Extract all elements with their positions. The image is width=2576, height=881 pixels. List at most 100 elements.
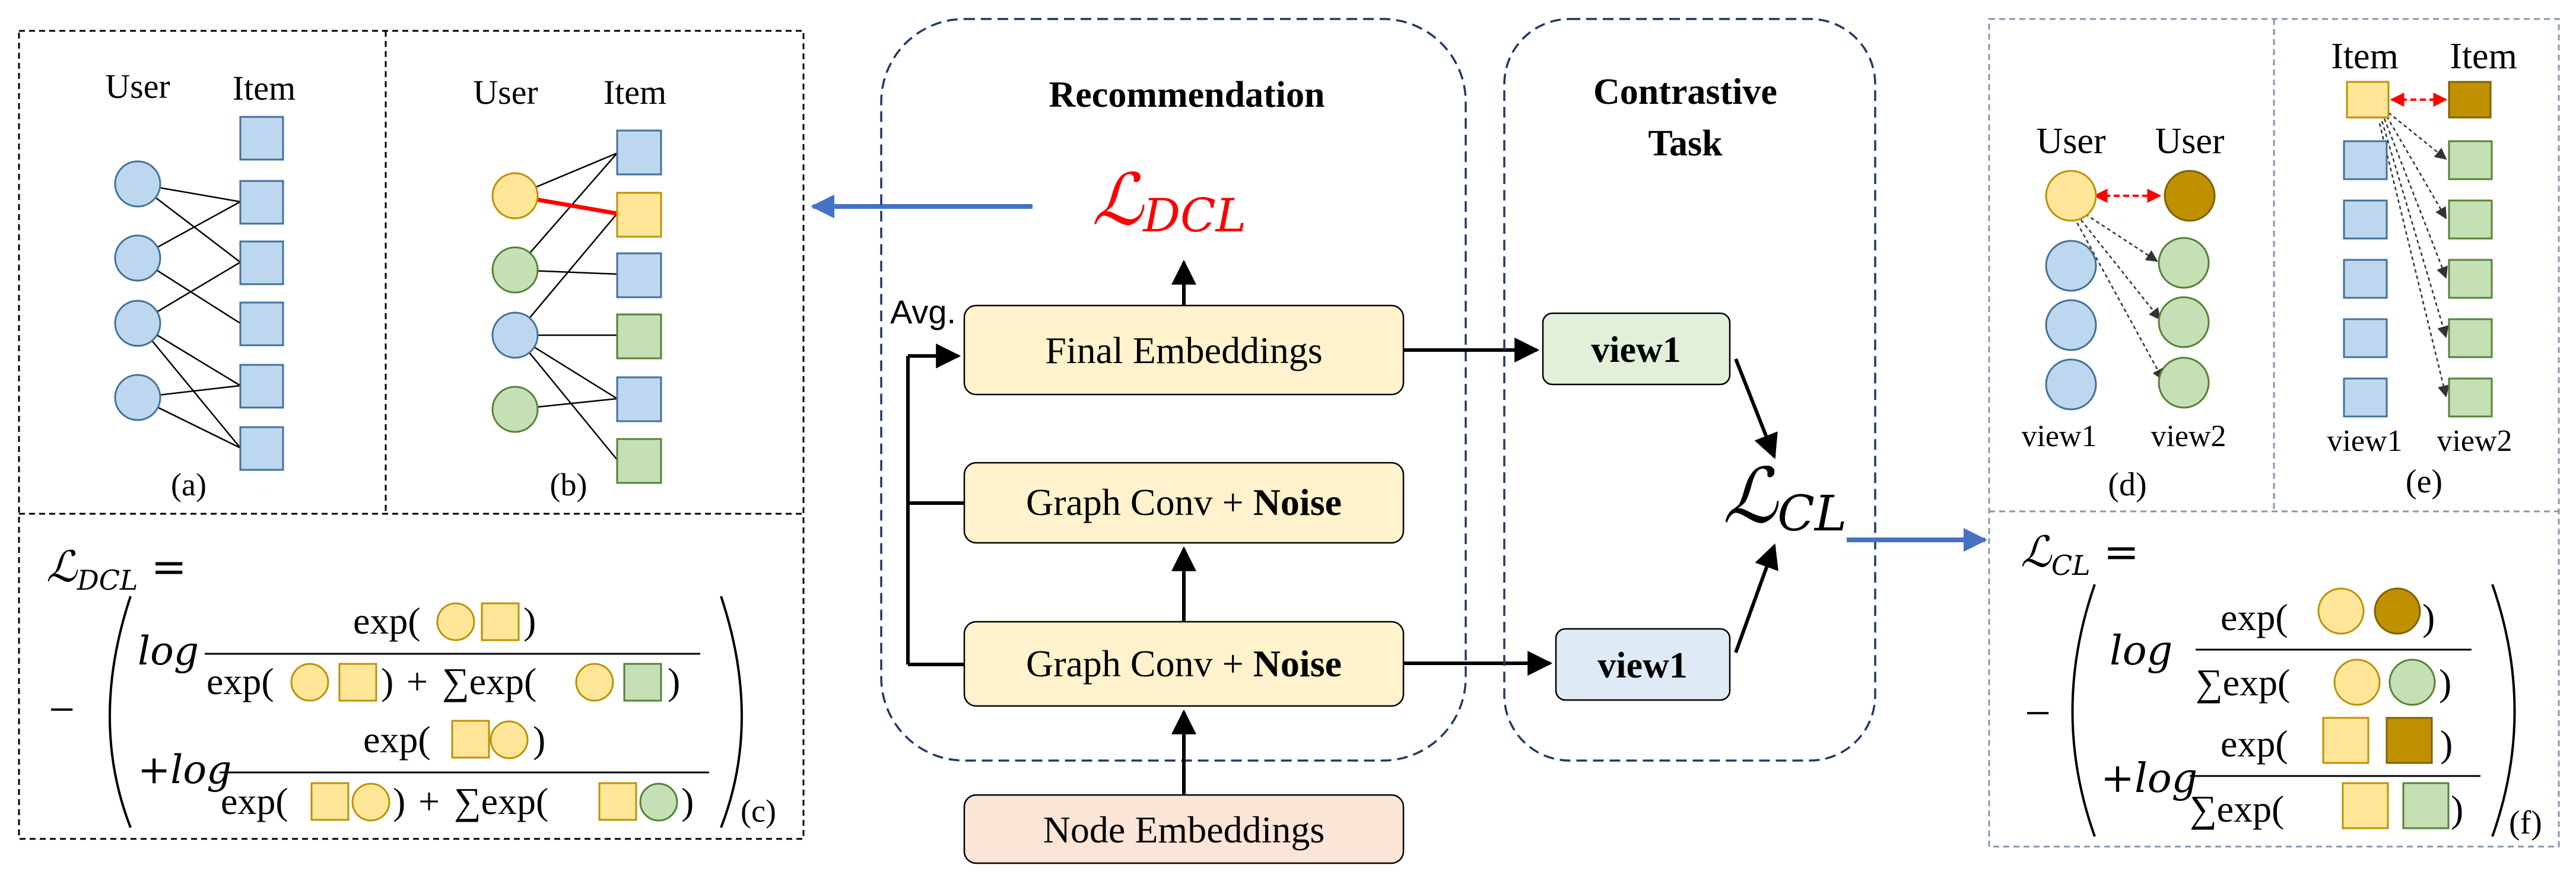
panel-e-item2: Item [2450, 36, 2517, 77]
user-node-green [491, 246, 539, 294]
yellow-square-icon [451, 720, 490, 759]
panel-e-view2: view2 [2437, 424, 2512, 458]
yellow-circle-icon [2317, 587, 2365, 635]
noise-bottom: Noise [1253, 643, 1342, 685]
panel-d-caption: (d) [2108, 466, 2146, 503]
graph-conv-label-bottom: Graph Conv + Noise [1026, 643, 1342, 685]
lcl-num2-exp: exp( [2221, 723, 2288, 765]
ldcl-den1-close2: ) [668, 660, 680, 702]
ldcl-num2-exp: exp( [363, 718, 431, 761]
noise-top: Noise [1253, 481, 1342, 523]
ldcl-loss: ℒDCL [1092, 159, 1246, 243]
yellow-circle-icon [290, 663, 329, 702]
panel-a: User Item (a) [105, 67, 296, 502]
node-embeddings-label: Node Embeddings [1043, 809, 1325, 851]
panel-e-view1: view1 [2327, 424, 2402, 458]
panel-a-caption: (a) [171, 467, 207, 502]
green-circle-icon [639, 783, 678, 822]
recommendation-title: Recommendation [1049, 75, 1325, 115]
panel-d: User User view1 view2 (d) [2021, 121, 2226, 503]
graph-conv-label-top: Graph Conv + Noise [1026, 481, 1342, 523]
gc-prefix-top: Graph Conv + [1026, 481, 1253, 523]
user-node-yellow [2045, 170, 2097, 222]
panel-d-user2: User [2155, 121, 2224, 161]
user-node-gold [2164, 170, 2216, 222]
ldcl-sub: DCL [77, 564, 138, 596]
final-embeddings-label: Final Embeddings [1045, 329, 1323, 371]
avg-label: Avg. [890, 293, 956, 330]
contrastive-title-1: Contrastive [1593, 72, 1777, 112]
item-node-green [2448, 377, 2493, 418]
item-node-blue [2343, 318, 2388, 358]
right-panel-frame [1988, 18, 2560, 848]
item-node-yellow [616, 192, 662, 238]
yellow-circle-icon [436, 602, 475, 641]
green-square-icon [623, 663, 662, 702]
item-node-blue [2343, 199, 2388, 240]
user-node [114, 234, 161, 282]
user-node-green [2158, 357, 2210, 409]
lcl-den2-close: ) [2451, 788, 2463, 830]
ldcl-num1-close: ) [523, 600, 536, 642]
item-node-green [616, 313, 662, 360]
item-node [239, 180, 284, 225]
lcl-log: log [2110, 628, 2172, 675]
ldcl-num1-exp: exp( [353, 600, 421, 642]
lcl-equals: = [2104, 527, 2139, 577]
item-node-blue [616, 376, 662, 422]
view1-top-box [1542, 312, 1731, 386]
item-node [239, 301, 284, 346]
recommendation-frame [880, 18, 1467, 762]
green-square-icon [2402, 782, 2450, 829]
user-node-green [491, 386, 539, 433]
yellow-circle-icon [351, 783, 390, 822]
panel-e-caption: (e) [2406, 463, 2442, 500]
lcl-loss-symbol: ℒ [1723, 452, 1779, 540]
ldcl-equals: = [151, 542, 186, 591]
ldcl-num2-close: ) [533, 718, 545, 761]
panel-b: User Item (b) [473, 73, 666, 502]
panel-a-user-label: User [105, 67, 170, 106]
user-node [114, 160, 161, 208]
left-panel-frame [18, 30, 805, 840]
panel-e-item1: Item [2331, 36, 2399, 77]
item-node [239, 116, 284, 161]
green-circle-icon [2388, 659, 2436, 706]
panel-c-formula: ℒDCL= − log exp( ) exp( ) + ∑exp( ) +log… [46, 542, 776, 829]
user-node-blue [491, 311, 539, 359]
ldcl-den2-exp: exp( [221, 780, 288, 822]
gc-prefix-bottom: Graph Conv + [1026, 643, 1253, 685]
lcl-den2-sumexp: ∑exp( [2190, 788, 2284, 830]
user-node-yellow [491, 172, 539, 220]
yellow-square-icon [310, 782, 350, 821]
user-node-green [2158, 237, 2210, 289]
yellow-square-icon [2342, 782, 2389, 829]
lcl-den1-sumexp: ∑exp( [2196, 661, 2290, 704]
user-node [114, 374, 161, 421]
yellow-square-icon [598, 782, 637, 821]
item-node-green [2448, 259, 2493, 299]
panel-b-item-label: Item [603, 73, 666, 112]
item-node-green [2448, 199, 2493, 240]
lcl-sub: CL [2051, 549, 2091, 581]
item-node-green [2448, 318, 2493, 358]
contrastive-frame [1503, 18, 1876, 762]
lcl-loss: ℒCL [1723, 452, 1847, 542]
panel-d-user1: User [2036, 121, 2105, 161]
lcl-num1-close: ) [2422, 596, 2435, 638]
ldcl-den2-close: ) [393, 780, 405, 822]
ldcl-den2-plus: + [418, 780, 440, 822]
ldcl-den2-close2: ) [681, 780, 694, 822]
item-node-blue [616, 252, 662, 298]
svg-text:ℒCL=: ℒCL= [2021, 527, 2139, 581]
yellow-square-icon [2322, 717, 2369, 764]
item-node [239, 364, 284, 409]
item-node-blue [2343, 377, 2388, 418]
lcl-minus: − [2025, 687, 2051, 739]
contrastive-title-2: Task [1648, 123, 1723, 164]
item-node-blue [616, 129, 662, 176]
panel-d-view2: view2 [2151, 419, 2226, 453]
item-node-green [2448, 140, 2493, 180]
user-node-blue [2045, 240, 2097, 292]
item-node [239, 426, 284, 471]
